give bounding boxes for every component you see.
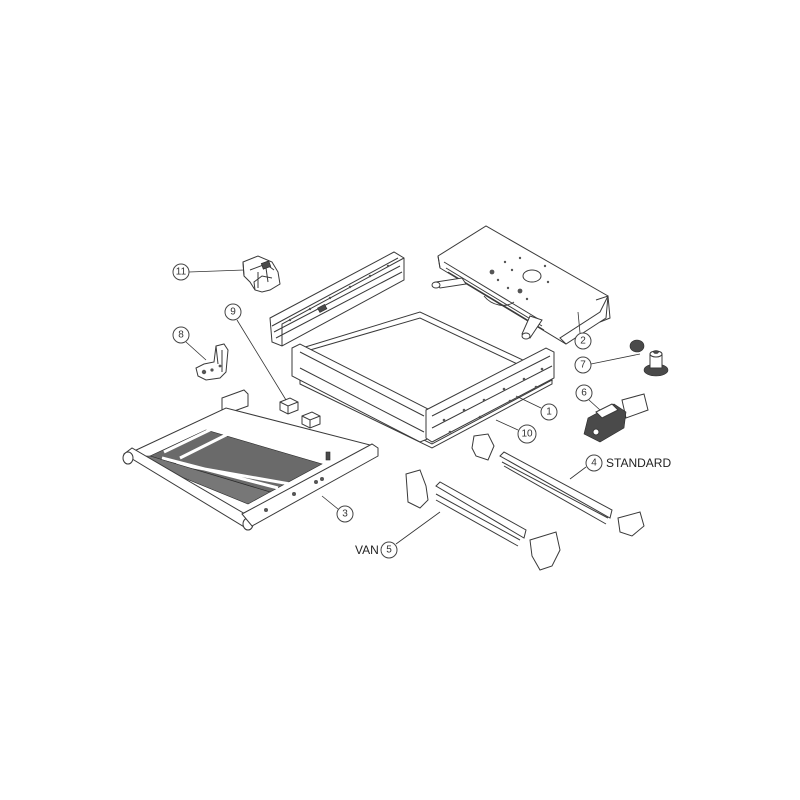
variant-label-standard: STANDARD: [606, 456, 671, 470]
callout-11: 11: [172, 263, 245, 281]
variant-label-van: VAN: [355, 543, 379, 557]
part-6-drive-motor: [583, 393, 649, 443]
svg-text:2: 2: [580, 336, 586, 347]
svg-text:10: 10: [521, 429, 533, 440]
callout-6: 6: [575, 384, 601, 411]
part-7-gear-set: [629, 339, 669, 377]
svg-text:4: 4: [591, 458, 597, 469]
callout-2: 2: [574, 311, 592, 350]
callout-7: 7: [574, 353, 641, 374]
callout-5: 5 VAN: [355, 511, 441, 559]
svg-text:3: 3: [342, 509, 348, 520]
part-11-lock-bracket: [242, 255, 281, 293]
part-2-motor-mounting-plate: [431, 225, 611, 345]
callout-8: 8: [172, 326, 207, 361]
svg-text:5: 5: [386, 545, 392, 556]
svg-text:1: 1: [546, 407, 552, 418]
svg-text:8: 8: [178, 330, 184, 341]
part-1-main-frame: [291, 311, 555, 443]
part-8-pivot-bracket: [195, 343, 229, 381]
svg-text:7: 7: [580, 360, 586, 371]
part-5-mounting-rail-van: [405, 469, 561, 571]
svg-text:6: 6: [581, 388, 587, 399]
svg-text:9: 9: [230, 307, 236, 318]
callout-1: 1: [515, 395, 558, 421]
svg-text:11: 11: [176, 267, 187, 278]
callout-4: 4 STANDARD: [569, 454, 671, 480]
part-9-slide-blocks: [279, 397, 321, 429]
part-3-step-platform: [122, 389, 379, 531]
callout-10: 10: [495, 419, 537, 444]
frame-rail-rear: [269, 251, 405, 347]
part-4-mounting-rail-standard: [471, 433, 645, 537]
callout-9: 9: [224, 303, 287, 401]
callout-3: 3: [321, 495, 354, 523]
